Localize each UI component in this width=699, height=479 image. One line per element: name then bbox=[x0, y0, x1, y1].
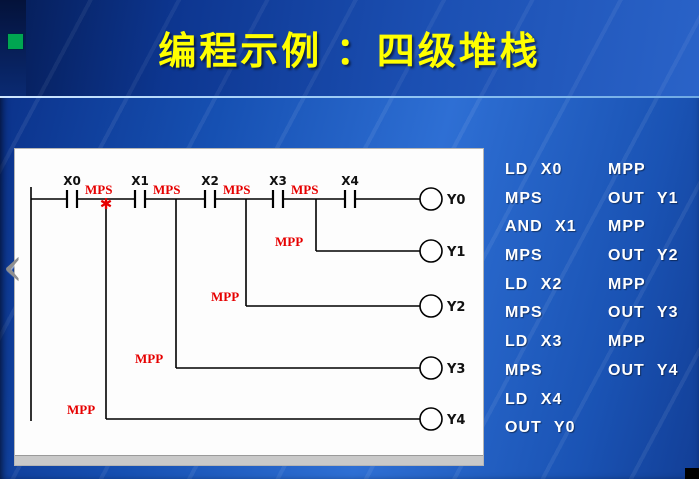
instruction-line: MPP bbox=[608, 218, 646, 236]
mps-label-1: MPS bbox=[85, 182, 112, 197]
ladder-diagram-svg: X0 X1 X2 X3 X4 MPS MPS MPS MPS ✱ MPP MPP… bbox=[30, 174, 465, 431]
slide-title: 编程示例 ：四级堆栈 bbox=[158, 31, 541, 73]
contact-label-x4: X4 bbox=[341, 174, 359, 188]
instruction-line: AND X1 bbox=[505, 218, 577, 236]
coil-y3 bbox=[419, 356, 443, 380]
mps-label-2: MPS bbox=[153, 182, 180, 197]
coil-label-y2: Y2 bbox=[446, 300, 465, 315]
contact-label-x3: X3 bbox=[269, 174, 287, 188]
coil-y4 bbox=[419, 407, 443, 431]
instruction-list-right: MPP OUT Y1 MPP OUT Y2 MPP OUT Y3 MPP OUT… bbox=[608, 156, 679, 386]
contact-label-x0: X0 bbox=[63, 174, 81, 188]
mpp-label-4: MPP bbox=[67, 402, 95, 417]
prev-slide-arrow-icon[interactable]: ‹ bbox=[2, 235, 24, 298]
instruction-line: MPS bbox=[505, 189, 543, 207]
instruction-line: LD X4 bbox=[505, 390, 563, 408]
stack-top-marker-icon: ✱ bbox=[100, 195, 113, 213]
coil-y1 bbox=[419, 239, 443, 263]
mpp-label-1: MPP bbox=[275, 234, 303, 249]
instruction-line: MPS bbox=[505, 304, 543, 322]
coil-label-y1: Y1 bbox=[446, 245, 465, 260]
contact-label-x2: X2 bbox=[201, 174, 219, 188]
instruction-line: OUT Y3 bbox=[608, 304, 679, 322]
contact-x0 bbox=[65, 190, 79, 208]
green-accent-square bbox=[7, 33, 24, 50]
instruction-line: MPP bbox=[608, 333, 646, 351]
instruction-line: OUT Y2 bbox=[608, 247, 679, 265]
header-divider-line bbox=[0, 96, 699, 98]
instruction-line: MPS bbox=[505, 361, 543, 379]
ladder-diagram-panel: X0 X1 X2 X3 X4 MPS MPS MPS MPS ✱ MPP MPP… bbox=[14, 148, 484, 466]
contact-x3 bbox=[271, 190, 285, 208]
coil-y2 bbox=[419, 294, 443, 318]
instruction-line: OUT Y1 bbox=[608, 189, 679, 207]
mpp-label-2: MPP bbox=[211, 289, 239, 304]
mps-label-3: MPS bbox=[223, 182, 250, 197]
mpp-label-3: MPP bbox=[135, 351, 163, 366]
contact-label-x1: X1 bbox=[131, 174, 149, 188]
coil-y0 bbox=[419, 187, 443, 211]
mps-label-4: MPS bbox=[291, 182, 318, 197]
instruction-line: MPS bbox=[505, 247, 543, 265]
contact-x4 bbox=[343, 190, 357, 208]
instruction-line: MPP bbox=[608, 275, 646, 293]
instruction-line: LD X2 bbox=[505, 275, 563, 293]
instruction-line: LD X3 bbox=[505, 333, 563, 351]
coil-label-y3: Y3 bbox=[446, 362, 465, 377]
contact-x1 bbox=[133, 190, 147, 208]
instruction-line: LD X0 bbox=[505, 161, 563, 178]
panel-bottom-strip bbox=[15, 455, 483, 465]
instruction-line: OUT Y0 bbox=[505, 419, 576, 437]
instruction-line: MPP bbox=[608, 161, 646, 178]
instruction-list-left: LD X0 MPS AND X1 MPS LD X2 MPS LD X3 MPS… bbox=[505, 156, 577, 443]
branch-wires bbox=[105, 199, 420, 420]
instruction-line: OUT Y4 bbox=[608, 361, 679, 379]
coil-label-y0: Y0 bbox=[446, 193, 465, 208]
bottom-right-corner bbox=[685, 468, 699, 479]
coil-label-y4: Y4 bbox=[446, 413, 465, 428]
slide-header: 编程示例 ：四级堆栈 bbox=[0, 0, 699, 96]
contact-x2 bbox=[203, 190, 217, 208]
